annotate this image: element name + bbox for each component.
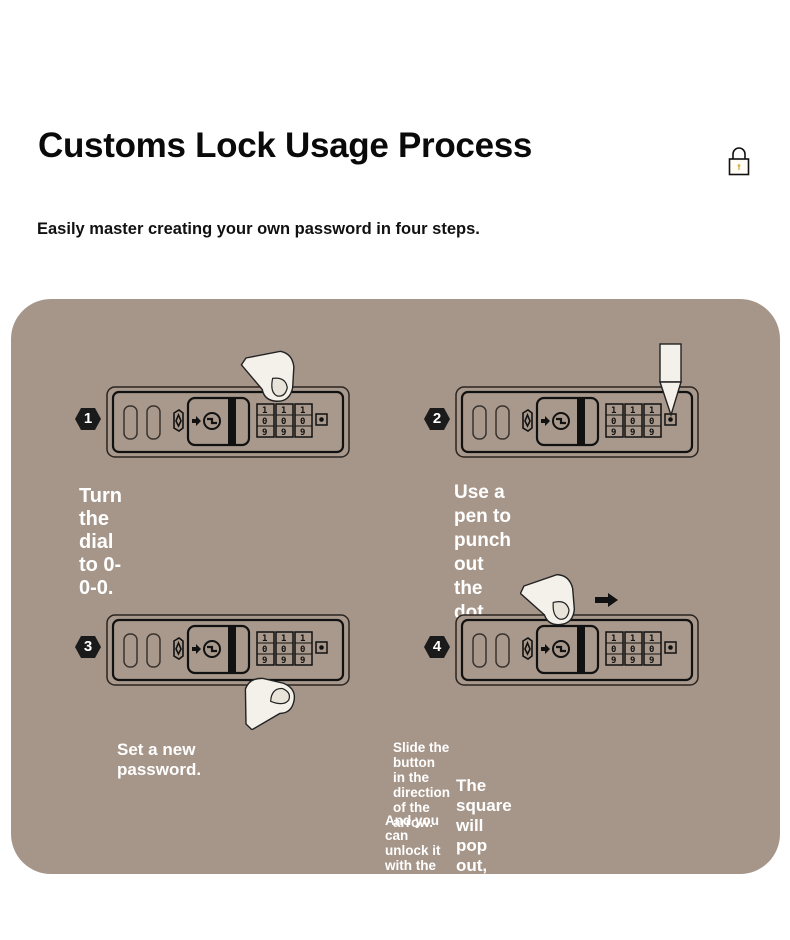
svg-text:0: 0	[630, 645, 635, 655]
finger-below-dials-icon	[240, 667, 301, 730]
lock-illustration: 1 1 1 0 0 0 9 9 9	[455, 386, 700, 459]
svg-text:9: 9	[611, 656, 616, 666]
svg-text:1: 1	[611, 406, 616, 416]
svg-text:1: 1	[649, 406, 654, 416]
svg-text:1: 1	[300, 634, 305, 644]
arrow-right-icon	[595, 593, 618, 607]
step-3-caption: Set a new password.	[117, 740, 202, 779]
svg-text:1: 1	[630, 406, 635, 416]
step-number-badge	[424, 636, 450, 658]
lock-illustration: 1 1 1 0 0 0 9 9 9	[106, 386, 351, 459]
svg-text:1: 1	[611, 634, 616, 644]
svg-text:0: 0	[649, 417, 654, 427]
svg-text:1: 1	[262, 634, 267, 644]
pen-tip-icon	[659, 343, 682, 417]
svg-text:9: 9	[281, 428, 286, 438]
dial-1-top: 1	[262, 406, 267, 416]
step-2-caption: Use a pen to punch out the dot.	[454, 482, 511, 623]
step-4-caption-line-3: And you can unlock it with the new passw…	[385, 813, 452, 903]
step-number-badge	[75, 408, 101, 430]
svg-text:0: 0	[300, 417, 305, 427]
step-4-caption-line-1: Slide the button in the direction of the…	[393, 740, 451, 830]
svg-text:9: 9	[300, 656, 305, 666]
finger-slide-icon	[520, 570, 582, 629]
svg-text:0: 0	[281, 417, 286, 427]
svg-text:9: 9	[300, 428, 305, 438]
svg-text:1: 1	[649, 634, 654, 644]
svg-text:9: 9	[262, 656, 267, 666]
svg-text:9: 9	[281, 656, 286, 666]
svg-text:1: 1	[630, 634, 635, 644]
svg-text:0: 0	[300, 645, 305, 655]
svg-text:9: 9	[649, 656, 654, 666]
step-1-caption: Turn the dial to 0-0-0.	[79, 485, 122, 599]
svg-text:0: 0	[630, 417, 635, 427]
lock-illustration: 1 1 1 0 0 0 9 9 9	[106, 614, 351, 687]
padlock-icon	[728, 147, 750, 176]
svg-text:0: 0	[262, 417, 267, 427]
svg-text:9: 9	[262, 428, 267, 438]
step-number-badge	[75, 636, 101, 658]
svg-text:1: 1	[281, 634, 286, 644]
svg-text:0: 0	[649, 645, 654, 655]
svg-text:9: 9	[630, 656, 635, 666]
svg-text:9: 9	[649, 428, 654, 438]
svg-text:9: 9	[630, 428, 635, 438]
svg-text:0: 0	[611, 417, 616, 427]
svg-text:1: 1	[300, 406, 305, 416]
step-number-badge	[424, 408, 450, 430]
svg-text:0: 0	[611, 645, 616, 655]
lock-illustration: 1 1 1 0 0 0 9 9 9	[455, 614, 700, 687]
svg-text:0: 0	[281, 645, 286, 655]
svg-text:9: 9	[611, 428, 616, 438]
page-title: Customs Lock Usage Process	[38, 126, 533, 165]
svg-text:0: 0	[262, 645, 267, 655]
page-subtitle: Easily master creating your own password…	[37, 220, 480, 238]
finger-on-dials-icon	[238, 339, 304, 406]
svg-text:1: 1	[281, 406, 286, 416]
step-4-caption-line-2: The square will pop out,	[456, 776, 512, 875]
